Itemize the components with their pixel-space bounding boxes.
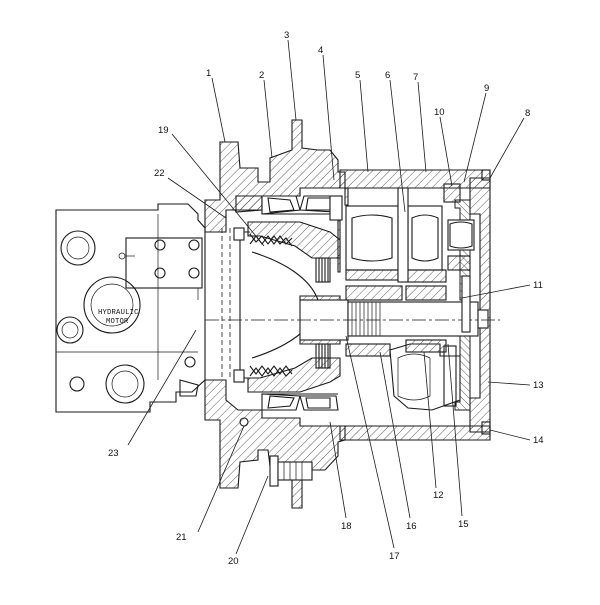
- planetary-stage-2: [397, 187, 447, 301]
- callout-15: 15: [458, 519, 469, 530]
- callout-labels: 1 2 3 4 5 6 7 8 9 10 11 12 13 14 15 16 1…: [108, 30, 544, 567]
- callout-2: 2: [259, 70, 264, 81]
- callout-8: 8: [525, 108, 530, 119]
- callout-12: 12: [433, 490, 444, 501]
- housing-upper: [204, 119, 491, 273]
- lower-bearings: [239, 393, 339, 427]
- mounting-bolt: [269, 455, 313, 487]
- callout-17: 17: [389, 551, 400, 562]
- callout-3: 3: [284, 30, 289, 41]
- callout-9: 9: [484, 83, 489, 94]
- callout-5: 5: [355, 70, 360, 81]
- brake-discs: [315, 257, 331, 369]
- callout-6: 6: [385, 70, 390, 81]
- planetary-stage-3: [447, 219, 475, 333]
- callout-14: 14: [533, 435, 544, 446]
- callout-20: 20: [228, 556, 239, 567]
- callout-4: 4: [318, 45, 323, 56]
- hydraulic-motor-label-line1: HYDRAULIC: [98, 309, 139, 317]
- callout-10: 10: [434, 107, 445, 118]
- input-shaft: [205, 295, 500, 345]
- callout-13: 13: [533, 380, 544, 391]
- callout-18: 18: [341, 521, 352, 532]
- callout-21: 21: [176, 532, 187, 543]
- callout-11: 11: [533, 280, 543, 291]
- callout-1: 1: [206, 68, 211, 79]
- planetary-stage-1: [345, 205, 403, 301]
- brake-springs: [221, 227, 319, 383]
- callout-16: 16: [406, 521, 417, 532]
- upper-bearings: [261, 195, 343, 221]
- hydraulic-motor-label-line2: MOTOR: [106, 318, 129, 326]
- callout-23: 23: [108, 448, 119, 459]
- hydraulic-motor: HYDRAULIC MOTOR: [55, 203, 206, 413]
- callout-22: 22: [154, 168, 165, 179]
- callout-leaders: [127, 39, 531, 555]
- planetary-lower: [345, 339, 461, 411]
- housing-lower: [204, 357, 491, 509]
- callout-19: 19: [158, 125, 169, 136]
- callout-7: 7: [413, 72, 418, 83]
